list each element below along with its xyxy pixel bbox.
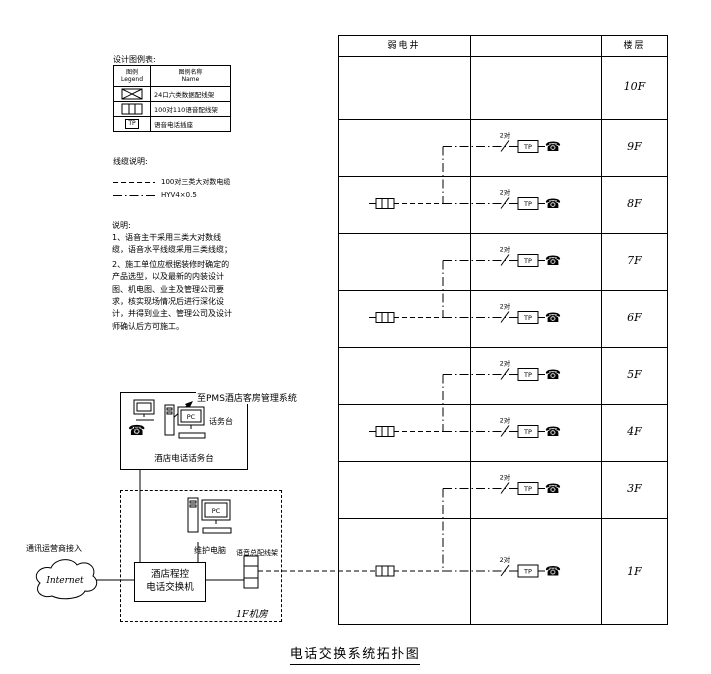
grid-column-divider (470, 36, 471, 624)
notes-block: 1、语音主干采用三类大对数线缆，语音水平线缆采用三类线缆； 2、施工单位应根据装… (112, 232, 236, 335)
floor-grid (338, 35, 668, 625)
grid-row-line (339, 347, 667, 348)
floor-label: 1F (627, 564, 642, 578)
note-item: 1、语音主干采用三类大对数线缆，语音水平线缆采用三类线缆； (112, 233, 232, 255)
grid-row-line (339, 404, 667, 405)
maintenance-pc-icon: PC (187, 497, 232, 534)
legend-title: 设计图例表: (113, 55, 156, 64)
internet-cloud-icon (35, 559, 98, 600)
grid-row-line (339, 461, 667, 462)
operator-console-box (120, 392, 248, 470)
desk-phone-icon: ☎ (128, 423, 146, 439)
console-pc-icon: PC (164, 404, 206, 439)
console-caption: 酒店电话话务台 (154, 454, 214, 464)
dashdot-line-sample (113, 195, 155, 196)
room-label: 1F机房 (236, 609, 268, 620)
floor-label: 5F (627, 368, 642, 381)
grid-floor-column-divider (601, 36, 602, 624)
legend-row-name: 语音电话插座 (154, 121, 193, 129)
pbx-box: 酒店程控 电话交换机 (134, 562, 206, 602)
grid-header-line (339, 56, 667, 57)
cable-legend-dashdot: HYV4×0.5 (113, 191, 197, 199)
cable-name: 100对三类大对数电缆 (161, 178, 231, 186)
legend-row: 100对110语音配线架 (114, 102, 230, 117)
legend-row: TP 语音电话插座 (114, 117, 230, 131)
pbx-label-line2: 电话交换机 (146, 582, 194, 593)
grid-row-line (339, 290, 667, 291)
legend-table: 图例 Legend 图例名称 Name 24口六类数据配线架 (113, 65, 231, 132)
data-patch-panel-icon (114, 87, 151, 101)
legend-header-row: 图例 Legend 图例名称 Name (114, 66, 230, 87)
voice-patch-panel-icon (114, 102, 151, 116)
floor-label: 4F (627, 425, 642, 438)
floor-label: 3F (627, 482, 642, 495)
legend-header-zh: 图例 (125, 68, 138, 76)
tp-socket-icon: TP (114, 117, 151, 131)
legend-row-name: 24口六类数据配线架 (154, 91, 215, 99)
legend-header-symbol: 图例 Legend (114, 66, 151, 86)
floor-label: 6F (627, 311, 642, 324)
drawing-title-text: 电话交换系统拓扑图 (289, 647, 421, 665)
floor-label: 10F (623, 80, 646, 93)
note-item: 2、施工单位应根据装修时确定的产品选型，以及最新的内装设计图、机电图、业主及管理… (112, 259, 232, 331)
machine-room-box (120, 490, 282, 622)
legend-header-name: 图例名称 Name (151, 66, 230, 86)
legend-header-name-zh: 图例名称 (178, 68, 203, 76)
legend-row: 24口六类数据配线架 (114, 87, 230, 102)
cable-name: HYV4×0.5 (161, 191, 197, 199)
operator-workstation-icon (133, 399, 155, 421)
floor-labels-column: 10F 9F 8F 7F 6F 5F 4F 3F 1F (601, 0, 668, 674)
tp-socket-chip: TP (125, 119, 139, 129)
cable-legend-dashed: 100对三类大对数电缆 (113, 177, 230, 187)
mdf-caption: 语音总配线架 (236, 549, 278, 557)
pms-system-label: 至PMS酒店客房管理系统 (196, 391, 298, 404)
legend-header-name-en: Name (181, 76, 200, 83)
shaft-header: 弱电井 (387, 41, 421, 51)
internet-label: Internet (45, 576, 84, 586)
floor-label: 7F (627, 254, 642, 267)
floor-label: 9F (627, 140, 642, 153)
maintenance-pc-caption: 维护电脑 (194, 546, 226, 555)
grid-row-line (339, 176, 667, 177)
pbx-label-line1: 酒店程控 (150, 569, 189, 581)
cable-section-title: 线缆说明: (113, 157, 148, 166)
drawing-title: 电话交换系统拓扑图 (255, 643, 455, 665)
grid-row-line (339, 518, 667, 519)
console-pc-label: PC (187, 413, 196, 421)
floor-label: 8F (627, 197, 642, 210)
dashed-line-sample (113, 182, 155, 183)
maintenance-pc-label: PC (212, 507, 221, 515)
grid-row-line (339, 119, 667, 120)
notes-title: 说明: (112, 221, 131, 230)
operator-label: 话务台 (209, 417, 233, 426)
legend-row-name: 100对110语音配线架 (154, 106, 218, 114)
legend-header-en: Legend (120, 76, 144, 83)
carrier-access-label: 通讯运营商接入 (26, 544, 82, 553)
grid-row-line (339, 233, 667, 234)
floor-header: 楼层 (623, 41, 646, 51)
